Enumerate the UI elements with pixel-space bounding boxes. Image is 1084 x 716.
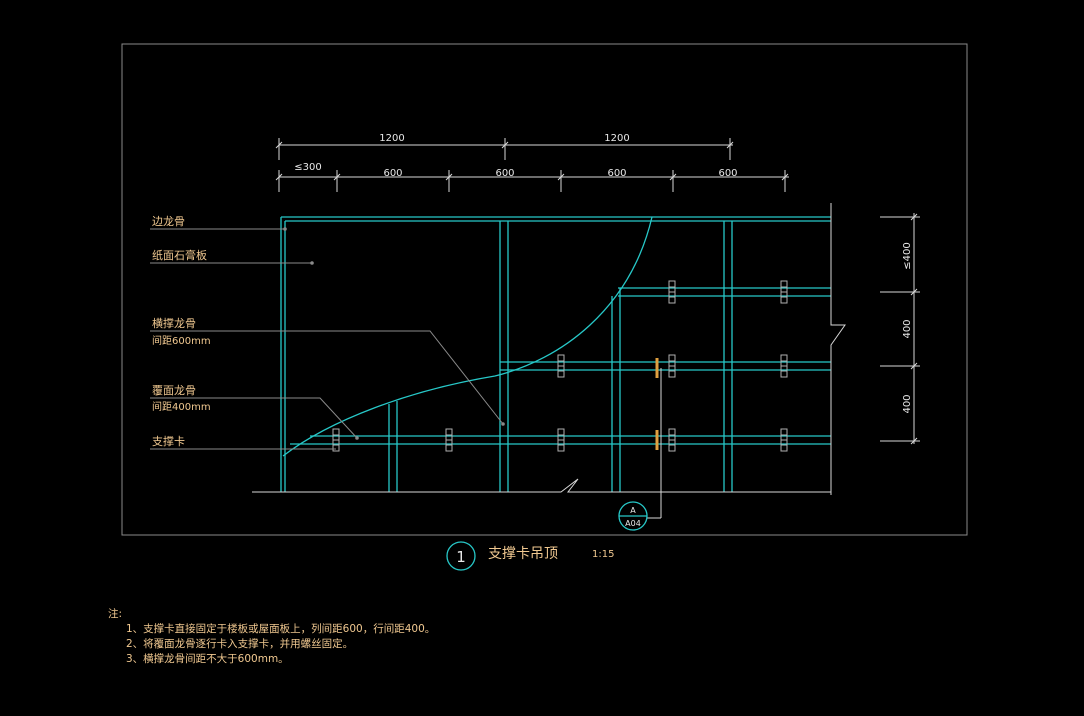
keel-structure	[280, 216, 831, 492]
dim-600-b: 600	[495, 168, 514, 179]
support-clip	[557, 428, 565, 452]
support-clip	[445, 428, 453, 452]
support-clip	[668, 280, 676, 304]
leaders	[150, 227, 505, 450]
break-line-right	[830, 203, 846, 495]
title-number: 1	[456, 548, 466, 566]
label-support-clip: 支撑卡	[152, 434, 185, 448]
note-item-3: 3、横撑龙骨间距不大于600mm。	[126, 653, 289, 665]
dim-600-c: 600	[607, 168, 626, 179]
support-clip	[668, 354, 676, 378]
dim-1200-b: 1200	[604, 133, 629, 144]
title-text: 支撑卡吊顶	[488, 546, 558, 562]
detail-ref-sheet: A04	[625, 519, 641, 528]
label-cross-brace-spacing: 间距600mm	[152, 334, 211, 347]
note-item-2: 2、将覆面龙骨逐行卡入支撑卡，并用螺丝固定。	[126, 638, 354, 650]
drawing-title: 1 支撑卡吊顶 1:15	[446, 541, 614, 571]
label-cross-brace: 横撑龙骨	[152, 316, 196, 330]
dim-600-d: 600	[718, 168, 737, 179]
detail-ref-letter: A	[630, 506, 636, 515]
support-clip	[780, 354, 788, 378]
support-clip	[332, 428, 340, 452]
gypsum-board-cut-curve	[282, 216, 653, 457]
label-cover-keel: 覆面龙骨	[152, 384, 196, 397]
dimension-right-col: ≤400 400 400	[880, 213, 920, 445]
note-item-1: 1、支撑卡直接固定于楼板或屋面板上，列间距600，行间距400。	[126, 623, 436, 635]
drawing-frame	[121, 43, 968, 536]
notes-block: 注: 1、支撑卡直接固定于楼板或屋面板上，列间距600，行间距400。 2、将覆…	[108, 607, 435, 667]
label-gypsum-board: 纸面石膏板	[152, 248, 207, 262]
title-scale: 1:15	[592, 549, 614, 560]
label-cover-keel-spacing: 间距400mm	[152, 400, 211, 413]
dim-max-400: ≤400	[902, 242, 913, 269]
support-clip	[557, 354, 565, 378]
support-clip	[668, 428, 676, 452]
dim-max-300: ≤300	[294, 162, 321, 173]
dim-600-a: 600	[383, 168, 402, 179]
support-clip	[780, 428, 788, 452]
support-clips	[332, 280, 788, 452]
dimension-second-row: ≤300 600 600 600 600	[275, 162, 789, 192]
title-number-circle	[446, 541, 476, 571]
dim-400-b: 400	[902, 394, 913, 413]
dim-400-a: 400	[902, 319, 913, 338]
notes-heading: 注:	[108, 608, 123, 620]
detail-callout: A A04	[618, 358, 662, 531]
dimension-top-row: 1200 1200	[275, 133, 734, 160]
label-edge-keel: 边龙骨	[152, 215, 185, 228]
support-clip	[780, 280, 788, 304]
break-line-bottom	[252, 478, 831, 493]
dim-1200-a: 1200	[379, 133, 404, 144]
